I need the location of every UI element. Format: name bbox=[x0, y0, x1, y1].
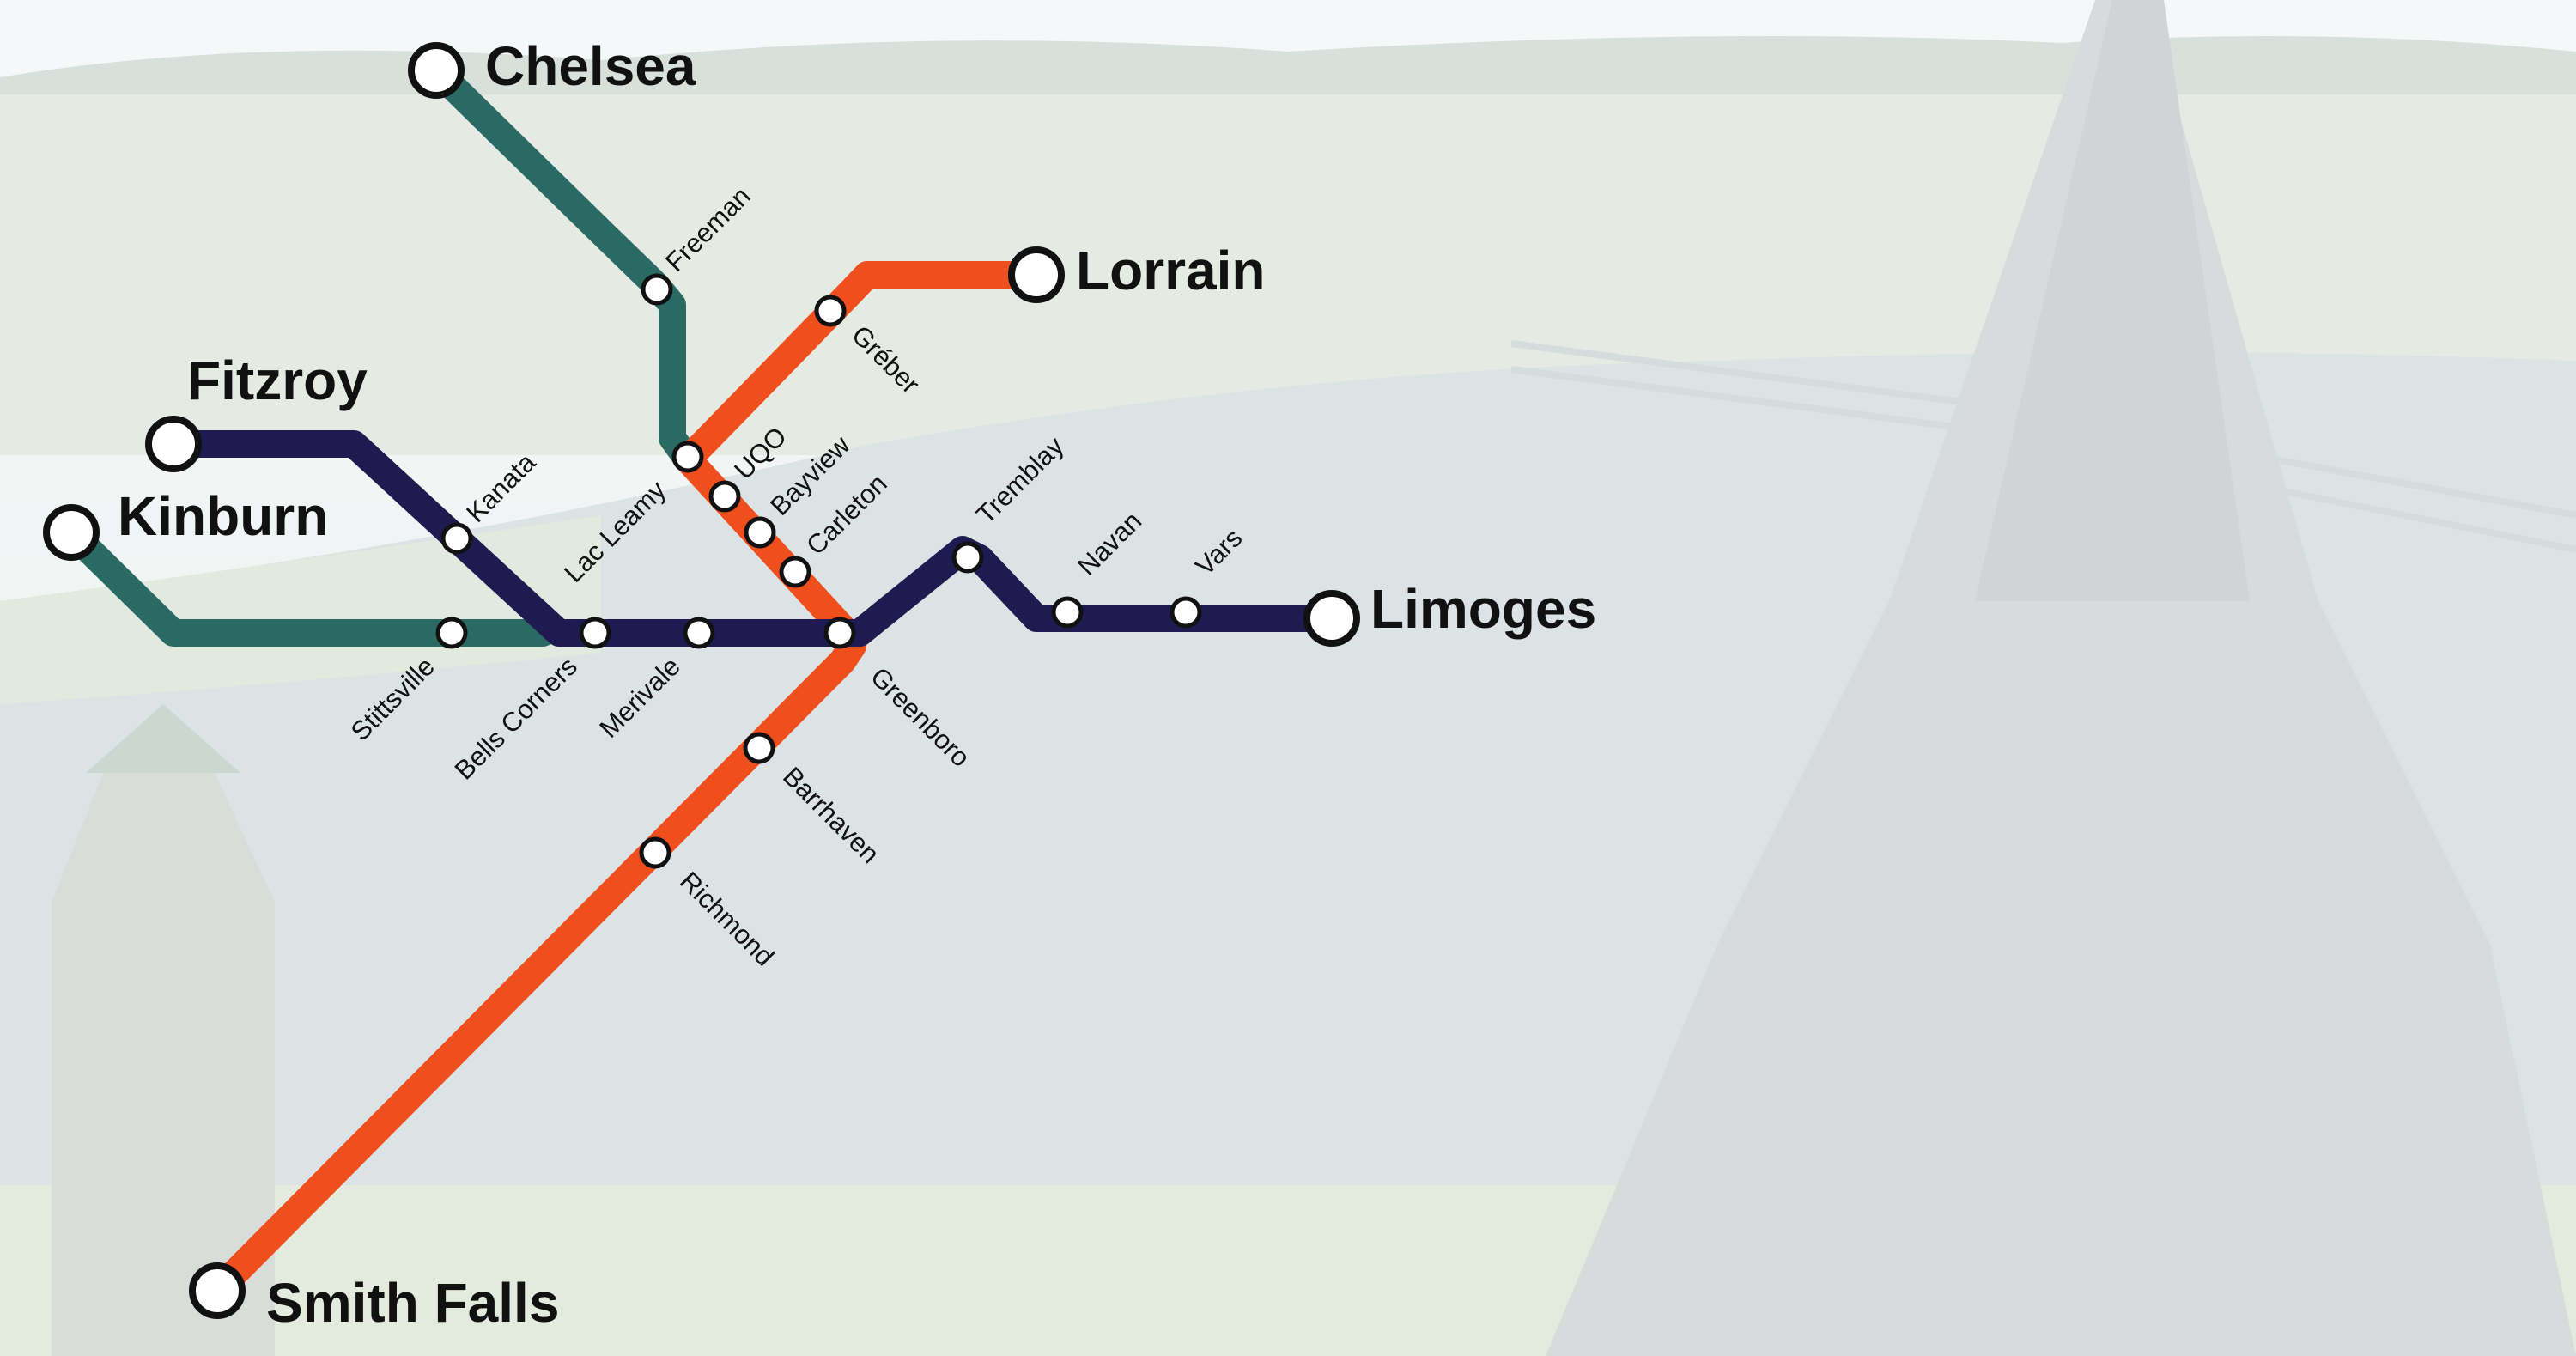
terminal-label-limoges: Limoges bbox=[1370, 578, 1596, 640]
terminal-label-chelsea: Chelsea bbox=[485, 35, 696, 97]
tower-right bbox=[1546, 0, 2576, 1356]
terminal-smith-falls[interactable]: Smith Falls bbox=[189, 1262, 559, 1334]
terminals: Chelsea Lorrain Fitzroy Kinburn Limoges … bbox=[43, 35, 1596, 1334]
tower-left bbox=[52, 704, 275, 1356]
terminal-label-smith-falls: Smith Falls bbox=[266, 1272, 559, 1334]
terminal-limoges[interactable]: Limoges bbox=[1303, 578, 1596, 647]
terminal-label-fitzroy: Fitzroy bbox=[187, 350, 368, 411]
terminal-label-kinburn: Kinburn bbox=[118, 485, 328, 547]
terminal-chelsea[interactable]: Chelsea bbox=[408, 35, 696, 99]
terminal-fitzroy[interactable]: Fitzroy bbox=[145, 350, 368, 472]
navy-line bbox=[160, 430, 1346, 647]
terminal-label-lorrain: Lorrain bbox=[1076, 240, 1265, 301]
riverbank-left bbox=[0, 515, 601, 704]
green-line-west bbox=[58, 519, 556, 647]
terminal-lorrain[interactable]: Lorrain bbox=[1008, 240, 1265, 303]
terminal-kinburn[interactable]: Kinburn bbox=[43, 485, 328, 561]
far-hills bbox=[0, 36, 2576, 103]
